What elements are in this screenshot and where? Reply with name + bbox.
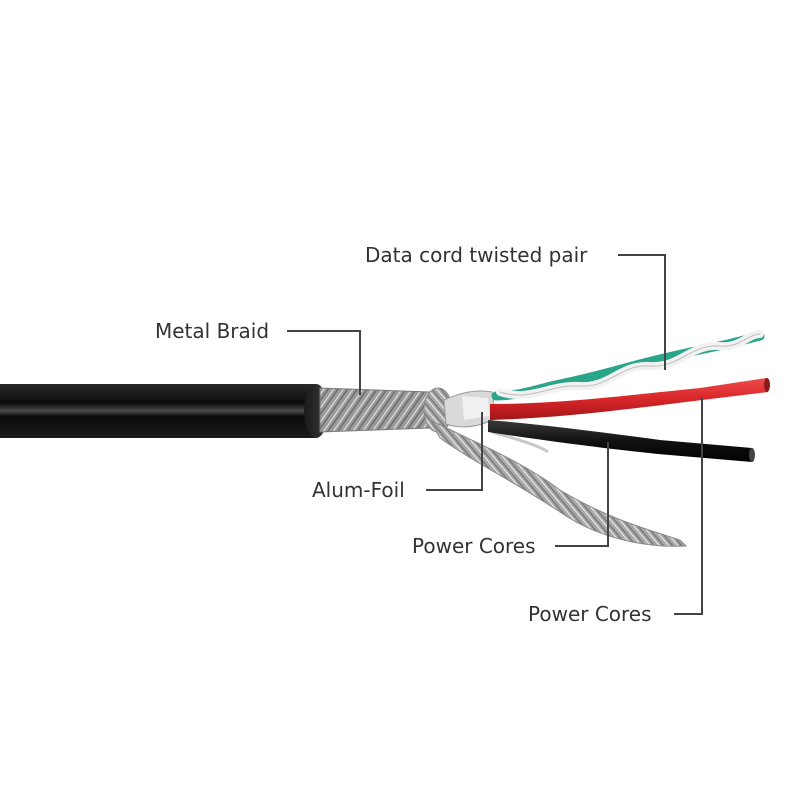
red-power-core [490, 378, 770, 420]
leader-lines [287, 254, 703, 615]
leader-data-cord [618, 254, 666, 370]
label-alum-foil: Alum-Foil [312, 478, 405, 502]
braid-drain-strand [428, 418, 688, 547]
label-power-cores-1: Power Cores [412, 534, 536, 558]
leader-metal-braid [287, 330, 361, 395]
leader-power-cores-2 [674, 398, 703, 615]
label-data-cord-twisted-pair: Data cord twisted pair [365, 243, 588, 267]
label-metal-braid: Metal Braid [155, 319, 269, 343]
metal-braid-shield [319, 387, 453, 433]
label-power-cores-2: Power Cores [528, 602, 652, 626]
twisted-pair-data-cord [491, 330, 765, 401]
black-power-core [488, 420, 755, 462]
cable-jacket [0, 384, 328, 438]
leader-alum-foil [426, 412, 483, 491]
leader-power-cores-1 [555, 442, 609, 547]
